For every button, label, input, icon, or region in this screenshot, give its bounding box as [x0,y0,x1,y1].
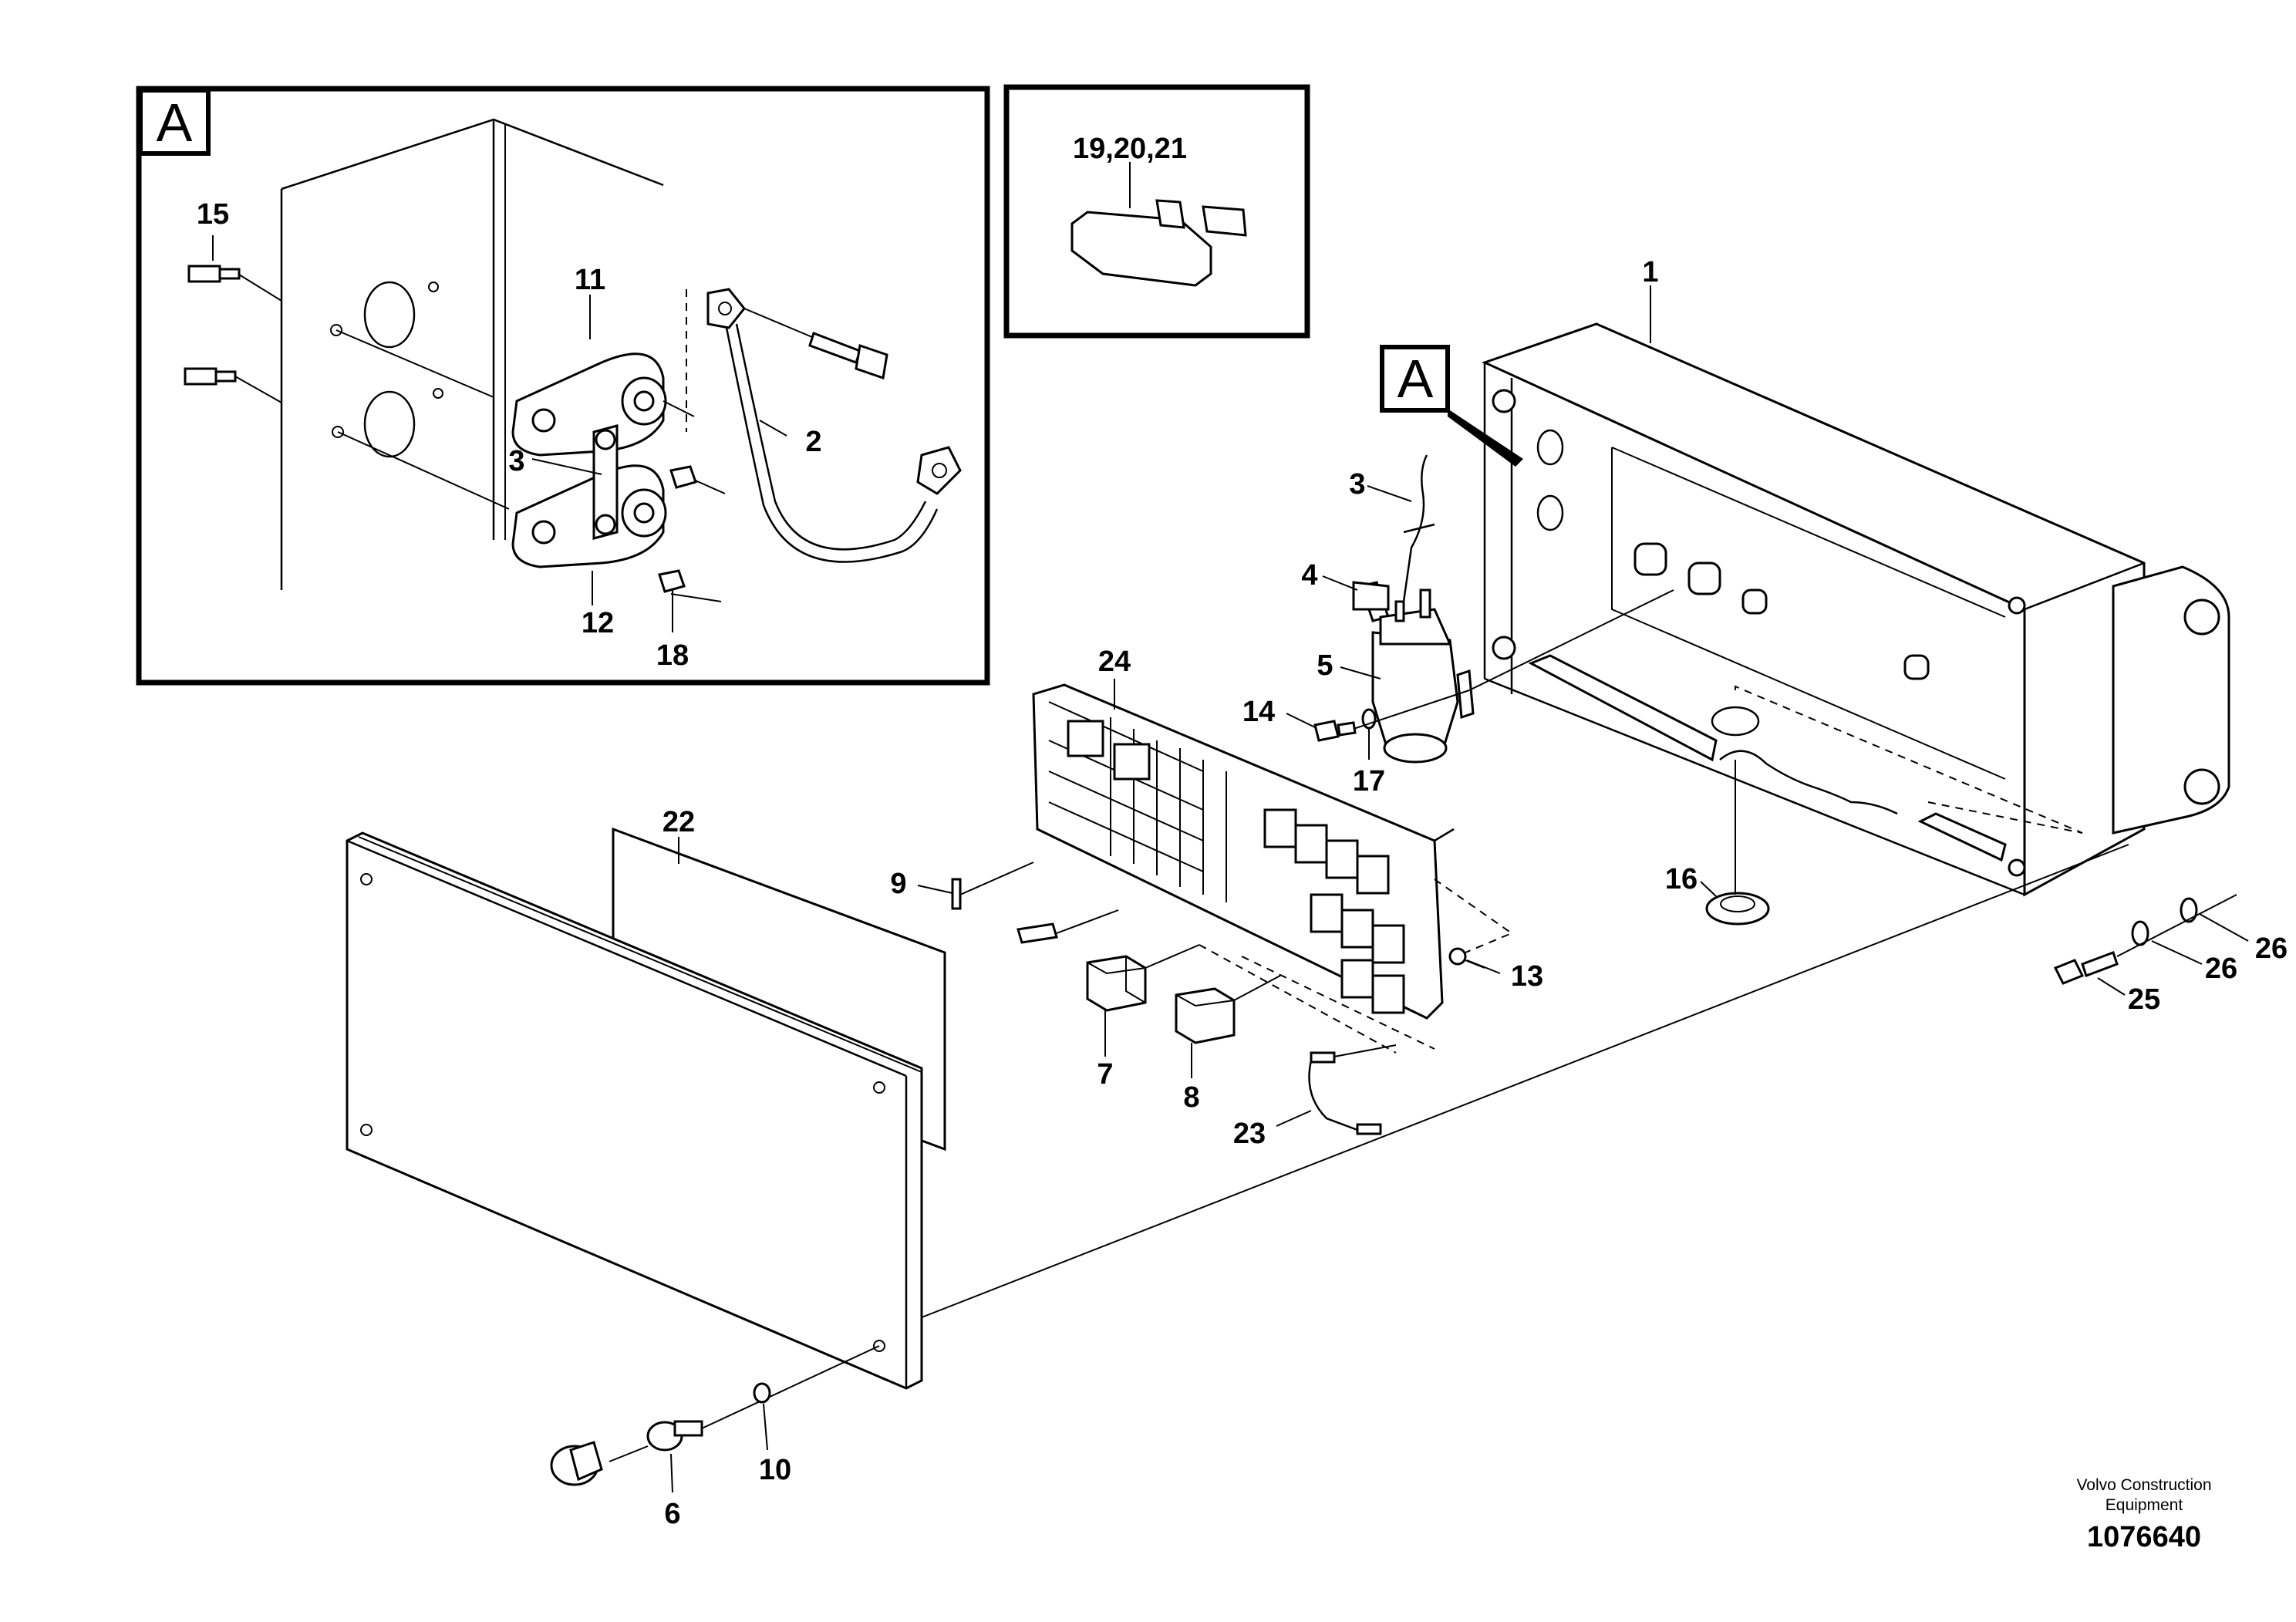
label-26-a: 26 [2205,953,2237,985]
battery-cable-2 [686,288,962,563]
label-14: 14 [1242,696,1275,728]
fuse-relay-board-24 [1032,683,1455,1020]
label-13: 13 [1511,960,1543,993]
part-labels: 15 11 2 3 12 18 19,20,21 1 3 4 5 14 17 2… [197,133,2288,1530]
label-1: 1 [1642,256,1658,288]
pin-9 [951,862,1034,910]
label-11: 11 [575,264,605,296]
label-3: 3 [1349,468,1365,501]
mounting-bracket [280,118,664,590]
electrical-box-housing-1 [1481,322,2230,897]
fastener-knob-6 [550,1345,880,1486]
footer-line-2: Equipment [2106,1496,2183,1514]
label-12: 12 [582,607,614,639]
bracket-4 [1352,581,1390,611]
label-17: 17 [1353,765,1385,798]
relay-11 [511,352,667,457]
cover-panel [346,831,923,1390]
footer-line-1: Volvo Construction [2076,1476,2211,1494]
label-22: 22 [663,806,695,838]
label-4: 4 [1301,559,1317,592]
grommet-16 [1705,760,1770,926]
detail-a-reference: A [1380,345,1523,467]
label-5: 5 [1317,649,1333,682]
detail-a-panel: A [136,86,990,686]
detail-a-badge-letter: A [157,93,193,153]
relay-12 [511,464,667,568]
label-15: 15 [197,198,229,231]
label-2: 2 [805,426,821,458]
screw-14 [1313,720,1357,742]
drawing-number: 1076640 [2087,1521,2201,1553]
blade-fuse [1070,199,1247,287]
fuse-detail-panel [1003,84,1310,339]
label-18: 18 [656,639,689,672]
label-7: 7 [1097,1058,1113,1091]
label-3-detail: 3 [508,445,524,477]
label-9: 9 [890,868,906,900]
detail-a-badge [138,88,211,156]
bolt-25 [2053,951,2119,985]
nut-18 [658,465,697,593]
label-6: 6 [664,1498,680,1530]
wire-3 [1402,454,1435,602]
label-10: 10 [759,1454,791,1486]
label-16: 16 [1665,863,1698,895]
solenoid-5 [1360,581,1475,764]
washer-10 [753,1382,771,1404]
label-25: 25 [2128,983,2160,1016]
label-24: 24 [1098,646,1131,678]
mini-fuse [1017,909,1119,944]
bolt-15 [184,265,282,403]
label-23: 23 [1233,1118,1266,1150]
leader-lines [212,162,2249,1493]
link-strap-3 [592,424,619,540]
washer-26 [2131,897,2198,946]
relay-8 [1175,975,1281,1044]
label-8: 8 [1183,1081,1199,1114]
harness-23 [1308,1044,1397,1135]
detail-a-reference-letter: A [1397,349,1434,409]
label-26-b: 26 [2255,932,2288,965]
label-19-20-21: 19,20,21 [1073,133,1187,165]
publisher-footer: Volvo Construction Equipment 1076640 [2076,1476,2211,1553]
relay-7 [1086,944,1200,1012]
